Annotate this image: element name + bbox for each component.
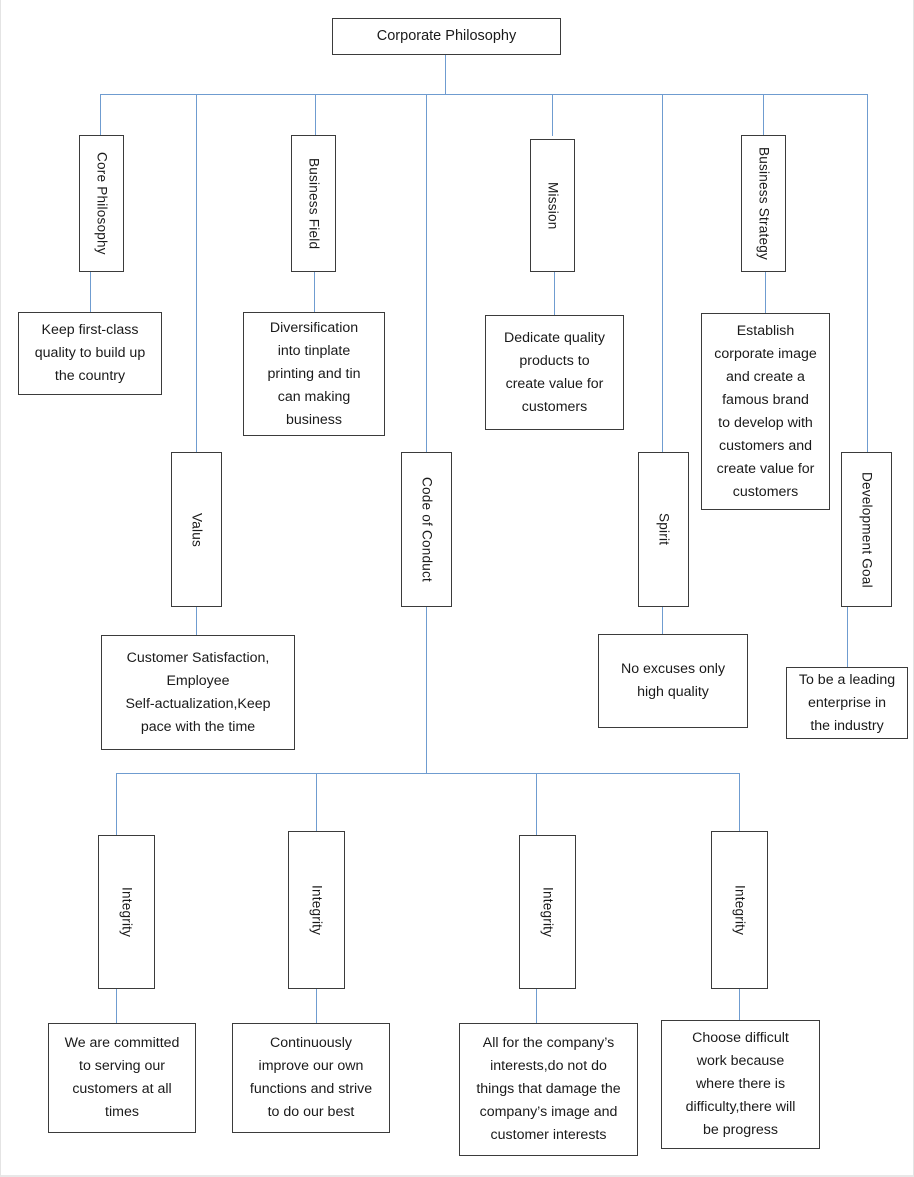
node-spirit-content-text: No excuses only high quality (620, 661, 726, 700)
node-integrity-3-content-text: All for the company’s interests,do not d… (476, 1035, 621, 1143)
connector-branch-business-field (315, 94, 316, 136)
node-spirit-content[interactable]: No excuses only high quality (598, 634, 748, 728)
node-mission-content[interactable]: Dedicate quality products to create valu… (485, 315, 624, 430)
node-integrity-1-content[interactable]: We are committed to serving our customer… (48, 1023, 196, 1133)
node-development-goal-label: Development Goal (859, 471, 875, 588)
node-business-strategy-label: Business Strategy (756, 147, 772, 260)
connector-conduct-child-1 (116, 773, 117, 835)
connector-core-philosophy-to-content (90, 271, 91, 312)
node-core-philosophy-content[interactable]: Keep first-class quality to build up the… (18, 312, 162, 395)
node-root-corporate-philosophy[interactable]: Corporate Philosophy (332, 18, 561, 55)
connector-spirit-to-content (662, 607, 663, 634)
connector-root-stem (445, 54, 446, 94)
connector-integrity-2-to-content (316, 989, 317, 1023)
node-mission-content-text: Dedicate quality products to create valu… (504, 329, 605, 415)
connector-branch-code-of-conduct (426, 94, 427, 452)
node-business-field-content[interactable]: Diversification into tinplate printing a… (243, 312, 385, 436)
node-integrity-3-label: Integrity (540, 886, 556, 938)
node-integrity-2-content-text: Continuously improve our own functions a… (249, 1035, 373, 1120)
node-core-philosophy[interactable]: Core Philosophy (79, 135, 124, 272)
node-mission[interactable]: Mission (530, 139, 575, 272)
node-development-goal-content-text: To be a leading enterprise in the indust… (798, 671, 896, 734)
node-valus[interactable]: Valus (171, 452, 222, 607)
connector-integrity-3-to-content (536, 989, 537, 1023)
node-integrity-2[interactable]: Integrity (288, 831, 345, 989)
connector-valus-to-content (196, 607, 197, 635)
node-integrity-2-content[interactable]: Continuously improve our own functions a… (232, 1023, 390, 1133)
node-valus-content-text: Customer Satisfaction, Employee Self-act… (125, 649, 271, 735)
node-integrity-4-content-text: Choose difficult work because where ther… (685, 1030, 796, 1138)
node-business-field[interactable]: Business Field (291, 135, 336, 272)
connector-branch-core-philosophy (100, 94, 101, 136)
connector-branch-development-goal (867, 94, 868, 452)
node-valus-content[interactable]: Customer Satisfaction, Employee Self-act… (101, 635, 295, 750)
node-integrity-3[interactable]: Integrity (519, 835, 576, 989)
node-integrity-4-content[interactable]: Choose difficult work because where ther… (661, 1020, 820, 1149)
connector-branch-valus (196, 94, 197, 452)
node-integrity-4[interactable]: Integrity (711, 831, 768, 989)
connector-conduct-child-3 (536, 773, 537, 835)
node-integrity-3-content[interactable]: All for the company’s interests,do not d… (459, 1023, 638, 1156)
node-business-strategy[interactable]: Business Strategy (741, 135, 786, 272)
node-development-goal[interactable]: Development Goal (841, 452, 892, 607)
connector-branch-business-strategy (763, 94, 764, 136)
node-business-field-label: Business Field (306, 157, 322, 250)
connector-integrity-1-to-content (116, 989, 117, 1023)
node-code-of-conduct[interactable]: Code of Conduct (401, 452, 452, 607)
node-business-strategy-content[interactable]: Establish corporate image and create a f… (701, 313, 830, 510)
connector-conduct-stem (426, 607, 427, 773)
node-development-goal-content[interactable]: To be a leading enterprise in the indust… (786, 667, 908, 739)
node-code-of-conduct-label: Code of Conduct (419, 476, 435, 583)
connector-conduct-bus (116, 773, 740, 774)
node-mission-label: Mission (545, 181, 561, 230)
node-spirit[interactable]: Spirit (638, 452, 689, 607)
node-integrity-1-label: Integrity (119, 886, 135, 938)
connector-main-bus (100, 94, 868, 95)
node-integrity-1[interactable]: Integrity (98, 835, 155, 989)
connector-mission-to-content (554, 271, 555, 315)
connector-conduct-child-2 (316, 773, 317, 835)
connector-development-goal-to-content (847, 607, 848, 667)
connector-branch-mission (552, 94, 553, 136)
node-core-philosophy-label: Core Philosophy (94, 152, 110, 255)
node-integrity-1-content-text: We are committed to serving our customer… (64, 1035, 180, 1120)
node-core-philosophy-content-text: Keep first-class quality to build up the… (34, 322, 146, 384)
node-integrity-2-label: Integrity (309, 884, 325, 936)
connector-business-strategy-to-content (765, 271, 766, 313)
connector-integrity-4-to-content (739, 989, 740, 1020)
node-integrity-4-label: Integrity (732, 884, 748, 936)
connector-branch-spirit (662, 94, 663, 452)
node-business-field-content-text: Diversification into tinplate printing a… (267, 319, 361, 428)
node-spirit-label: Spirit (656, 513, 672, 546)
connector-business-field-to-content (314, 271, 315, 312)
connector-conduct-child-4 (739, 773, 740, 835)
node-root-label: Corporate Philosophy (376, 27, 517, 44)
node-business-strategy-content-text: Establish corporate image and create a f… (714, 322, 817, 500)
node-valus-label: Valus (189, 512, 205, 547)
